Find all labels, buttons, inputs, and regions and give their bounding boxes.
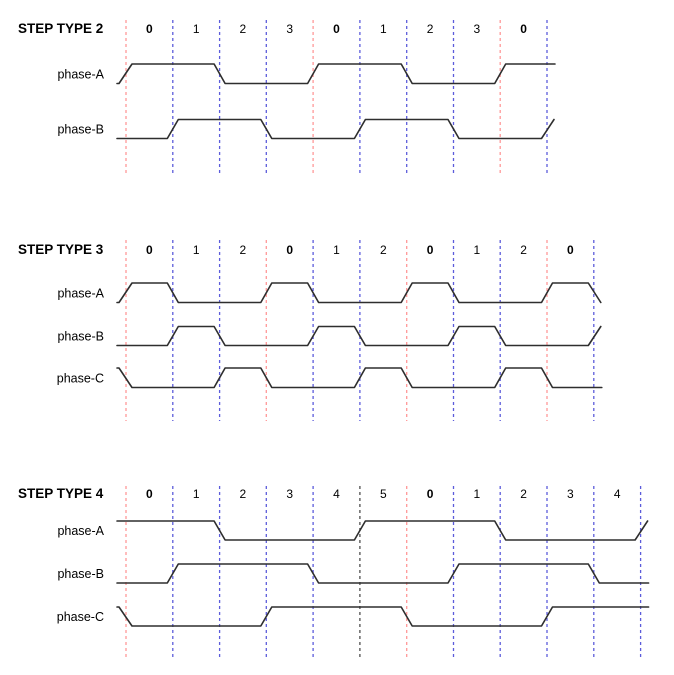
step-number-label: 0 — [286, 243, 293, 257]
phase-B-label: phase-B — [57, 567, 104, 581]
phase-C-label: phase-C — [57, 371, 104, 385]
step-number-label: 2 — [520, 487, 527, 501]
phase-B-waveform — [116, 118, 555, 140]
step-number-label: 3 — [286, 487, 293, 501]
phase-B-waveform — [116, 325, 602, 347]
phase-B-label: phase-B — [57, 330, 104, 344]
step-number-label: 1 — [193, 22, 200, 36]
step-number-label: 0 — [333, 22, 340, 36]
step-number-label: 0 — [520, 22, 527, 36]
step-number-label: 0 — [146, 22, 153, 36]
step-number-label: 3 — [474, 22, 481, 36]
phase-A-label: phase-A — [57, 67, 104, 81]
step-number-label: 5 — [380, 487, 387, 501]
section-title-step-type-3: STEP TYPE 3 — [18, 242, 104, 257]
step-number-label: 0 — [427, 243, 434, 257]
step-number-label: 1 — [333, 243, 340, 257]
step-number-label: 1 — [193, 487, 200, 501]
step-number-label: 2 — [520, 243, 527, 257]
step-number-label: 2 — [427, 22, 434, 36]
phase-A-waveform — [116, 520, 649, 541]
section-title-step-type-4: STEP TYPE 4 — [18, 486, 104, 501]
phase-C-waveform — [116, 367, 603, 389]
step-number-label: 0 — [567, 243, 574, 257]
step-number-label: 3 — [286, 22, 293, 36]
phase-C-label: phase-C — [57, 610, 104, 624]
step-number-label: 1 — [380, 22, 387, 36]
step-number-label: 1 — [193, 243, 200, 257]
phase-A-waveform — [116, 63, 556, 85]
step-number-label: 1 — [474, 243, 481, 257]
section-title-step-type-2: STEP TYPE 2 — [18, 21, 103, 36]
step-number-label: 0 — [146, 243, 153, 257]
step-number-label: 4 — [614, 487, 621, 501]
step-number-label: 2 — [240, 22, 247, 36]
step-number-label: 1 — [474, 487, 481, 501]
phase-B-label: phase-B — [57, 123, 104, 137]
phase-A-label: phase-A — [57, 524, 104, 538]
phase-A-waveform — [116, 282, 602, 304]
step-number-label: 4 — [333, 487, 340, 501]
step-number-label: 3 — [567, 487, 574, 501]
phase-C-waveform — [116, 606, 650, 627]
phase-B-waveform — [116, 563, 650, 584]
step-number-label: 0 — [146, 487, 153, 501]
step-number-label: 2 — [240, 243, 247, 257]
step-number-label: 2 — [240, 487, 247, 501]
step-number-label: 0 — [427, 487, 434, 501]
phase-A-label: phase-A — [57, 286, 104, 300]
step-number-label: 2 — [380, 243, 387, 257]
